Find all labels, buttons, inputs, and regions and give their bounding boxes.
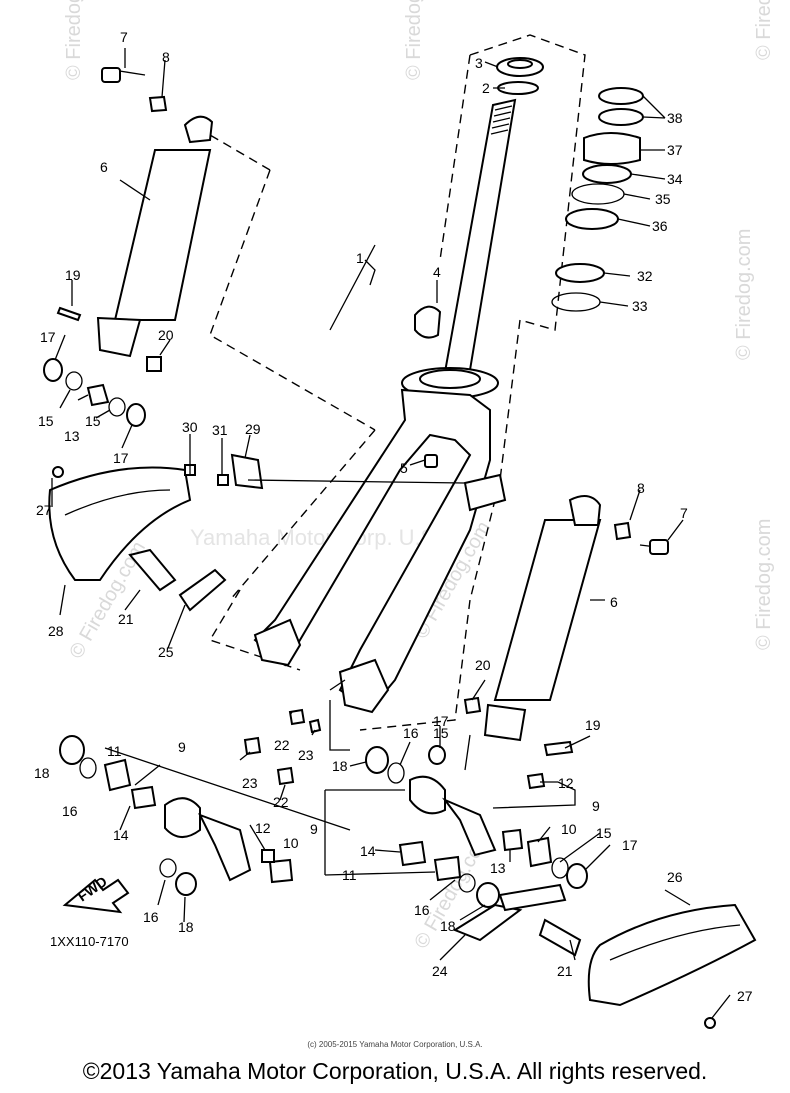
callout-17: 17	[40, 329, 56, 345]
callout-15: 15	[38, 413, 54, 429]
callout-27-left: 27	[36, 502, 52, 518]
callout-15: 15	[596, 825, 612, 841]
main-copyright: ©2013 Yamaha Motor Corporation, U.S.A. A…	[82, 1058, 708, 1084]
callout-38: 38	[667, 110, 683, 126]
callout-19-right: 19	[585, 717, 601, 733]
watermark: © Firedog.com	[63, 0, 85, 80]
callout-11-left: 11	[107, 743, 122, 759]
small-copyright: (c) 2005-2015 Yamaha Motor Corporation, …	[307, 1040, 483, 1049]
callout-31: 31	[212, 422, 228, 438]
callout-23: 23	[242, 775, 258, 791]
callout-14-left: 14	[113, 827, 129, 843]
watermark: © Firedog.com	[753, 0, 775, 60]
callout-1: 1	[356, 250, 364, 266]
callout-13-right: 13	[490, 860, 506, 876]
callout-9: 9	[592, 798, 600, 814]
callout-labels: 1 2 3 4 5 6 6 7 7 8 8 9 9 9 10 10 11 11 …	[34, 29, 753, 1004]
diagram-code: 1XX110-7170	[50, 934, 129, 949]
callout-34: 34	[667, 171, 683, 187]
callout-7-right: 7	[680, 505, 688, 521]
callout-32: 32	[637, 268, 653, 284]
callout-24: 24	[432, 963, 448, 979]
callout-22: 22	[273, 794, 289, 810]
callout-16: 16	[403, 725, 419, 741]
callout-20-right: 20	[475, 657, 491, 673]
callout-37: 37	[667, 142, 683, 158]
callout-2: 2	[482, 80, 490, 96]
callout-28: 28	[48, 623, 64, 639]
callout-15: 15	[85, 413, 101, 429]
callout-15: 15	[433, 725, 449, 741]
watermark: © Firedog.com	[733, 229, 755, 360]
callout-8-right: 8	[637, 480, 645, 496]
bearing-stack	[414, 57, 644, 339]
callout-17: 17	[113, 450, 129, 466]
callout-9: 9	[310, 821, 318, 837]
callout-27-right: 27	[737, 988, 753, 1004]
callout-16: 16	[143, 909, 159, 925]
callout-10-left: 10	[283, 835, 299, 851]
callout-8-left: 8	[162, 49, 170, 65]
callout-16: 16	[414, 902, 430, 918]
left-shock-absorber	[43, 67, 214, 427]
callout-25: 25	[158, 644, 174, 660]
callout-14-right: 14	[360, 843, 376, 859]
callout-18: 18	[440, 918, 456, 934]
callout-21-right: 21	[557, 963, 573, 979]
callout-9: 9	[178, 739, 186, 755]
front-fork-body	[253, 388, 507, 714]
callout-23: 23	[298, 747, 314, 763]
leader-lines	[51, 48, 731, 1019]
callout-4: 4	[433, 264, 441, 280]
callout-7-left: 7	[120, 29, 128, 45]
callout-6-right: 6	[610, 594, 618, 610]
steering-stem	[401, 98, 517, 399]
callout-33: 33	[632, 298, 648, 314]
right-link-group	[365, 745, 588, 908]
callout-30: 30	[182, 419, 198, 435]
callout-12-right: 12	[558, 775, 574, 791]
callout-20-left: 20	[158, 327, 174, 343]
callout-13-left: 13	[64, 428, 80, 444]
right-shock-absorber	[463, 495, 669, 757]
callout-12-left: 12	[255, 820, 271, 836]
callout-18: 18	[332, 758, 348, 774]
callout-26: 26	[667, 869, 683, 885]
callout-35: 35	[655, 191, 671, 207]
callout-22: 22	[274, 737, 290, 753]
callout-18: 18	[178, 919, 194, 935]
left-brake-guard	[48, 453, 264, 612]
callout-16: 16	[62, 803, 78, 819]
callout-3: 3	[475, 55, 483, 71]
callout-10-right: 10	[561, 821, 577, 837]
callout-5: 5	[400, 460, 408, 476]
right-brake-guard	[452, 883, 757, 1029]
left-link-group	[59, 708, 322, 896]
watermark: © Firedog.com	[753, 519, 775, 650]
callout-19-left: 19	[65, 267, 81, 283]
callout-17: 17	[433, 713, 449, 729]
callout-11-right: 11	[342, 867, 357, 883]
callout-6-left: 6	[100, 159, 108, 175]
callout-21-left: 21	[118, 611, 134, 627]
callout-36: 36	[652, 218, 668, 234]
callout-29: 29	[245, 421, 261, 437]
watermark: © Firedog.com	[403, 0, 425, 80]
dashed-assembly-lines	[208, 34, 586, 731]
forward-direction-arrow: FWD	[62, 873, 130, 914]
callout-17: 17	[622, 837, 638, 853]
callout-18: 18	[34, 765, 50, 781]
